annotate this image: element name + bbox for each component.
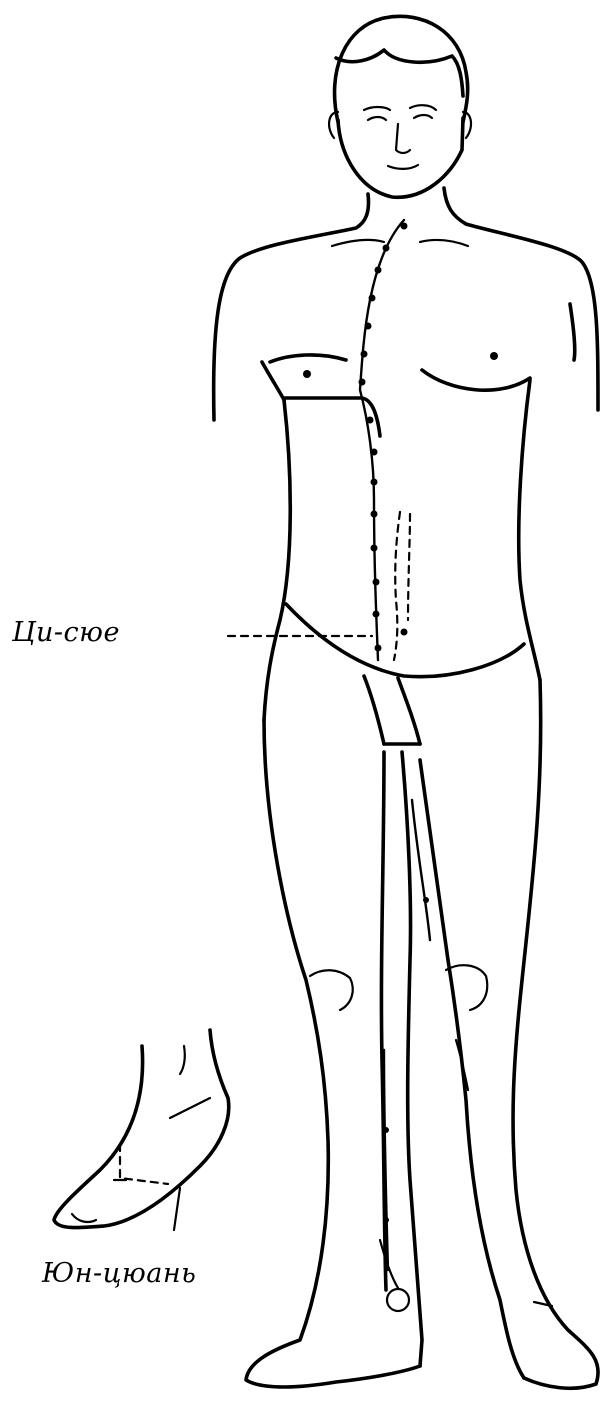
inset-foot	[54, 1030, 229, 1230]
mouth	[388, 165, 418, 169]
left-brow	[364, 107, 390, 110]
point-label-qi-xue: Ци-сюе	[12, 617, 120, 648]
torso-outline	[214, 188, 598, 744]
nose	[396, 124, 410, 153]
left-eye	[368, 117, 386, 120]
right-eye	[414, 115, 432, 118]
left-nipple	[303, 370, 311, 378]
point-label-yong-quan: Юн-цюань	[42, 1258, 196, 1289]
right-brow	[410, 105, 436, 110]
legs	[246, 680, 598, 1388]
pointer-line-yong-quan	[174, 1188, 180, 1230]
meridian-points	[359, 223, 430, 1224]
head	[329, 16, 471, 197]
right-nipple	[490, 352, 498, 360]
ankle-bone	[387, 1289, 409, 1311]
